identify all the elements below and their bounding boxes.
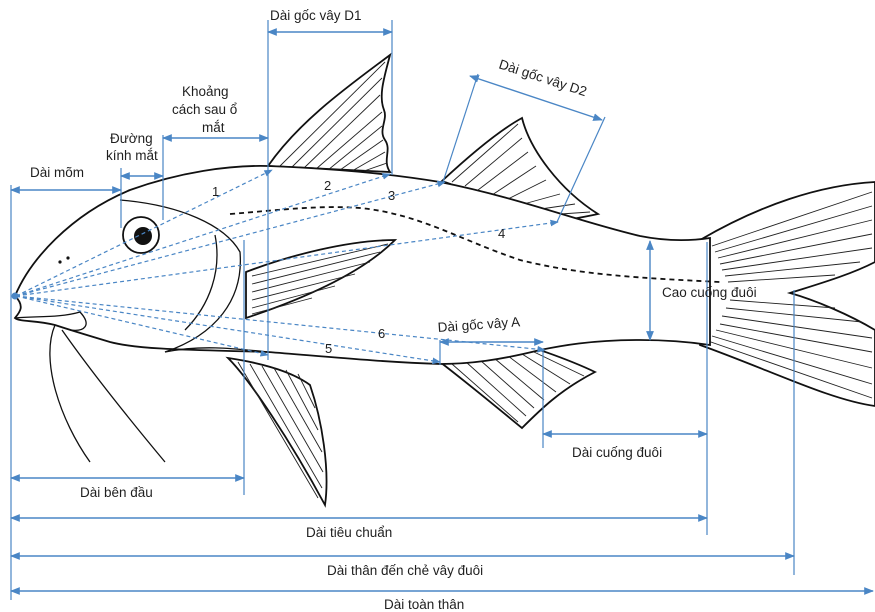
- label-fork-length: Dài thân đến chẻ vây đuôi: [327, 563, 483, 578]
- number-5: 5: [325, 341, 332, 356]
- number-3: 3: [388, 188, 395, 203]
- label-eye-diameter-2: kính mắt: [106, 148, 158, 163]
- label-head-length: Dài bên đầu: [80, 485, 153, 500]
- number-6: 6: [378, 326, 385, 341]
- label-snout-length: Dài mõm: [30, 165, 84, 180]
- pelvic-fin: [228, 358, 327, 505]
- barbel-lower: [50, 325, 90, 462]
- label-standard-length: Dài tiêu chuẩn: [306, 525, 392, 540]
- label-postorbital-2: cách sau ổ: [172, 102, 237, 117]
- fish-illustration: [15, 55, 875, 505]
- number-1: 1: [212, 184, 219, 199]
- label-postorbital-1: Khoảng: [182, 84, 229, 99]
- label-eye-diameter-1: Đường: [110, 131, 153, 146]
- label-d2-base: Dài gốc vây D2: [497, 57, 589, 100]
- label-d1-base: Dài gốc vây D1: [270, 8, 362, 23]
- snout-tip-point: [12, 293, 19, 300]
- nostril-2: [58, 260, 61, 263]
- label-caudal-peduncle-depth: Cao cuống đuôi: [662, 285, 757, 300]
- nostril-1: [66, 256, 69, 259]
- number-2: 2: [324, 178, 331, 193]
- label-postorbital-3: mắt: [202, 120, 225, 135]
- dorsal-fin-1: [268, 55, 390, 172]
- number-4: 4: [498, 226, 505, 241]
- label-caudal-peduncle-length: Dài cuống đuôi: [572, 445, 662, 460]
- label-total-length: Dài toàn thân: [384, 597, 464, 612]
